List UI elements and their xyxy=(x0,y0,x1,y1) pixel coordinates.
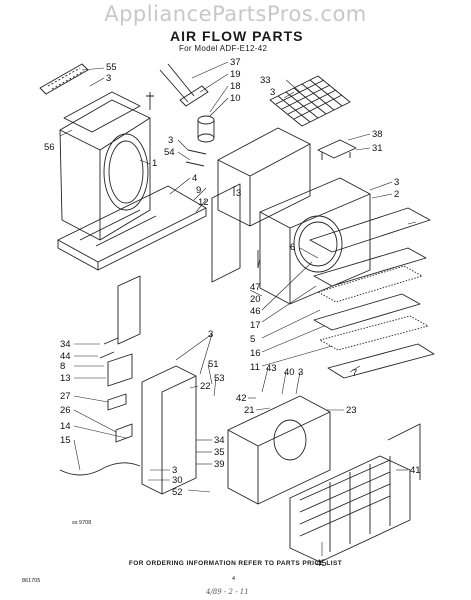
callout-label: 46 xyxy=(250,306,261,317)
partition-housing-part xyxy=(211,127,311,283)
bracket-31-part xyxy=(317,139,357,160)
coil-bracket-part xyxy=(387,423,421,480)
callout-label: 6 xyxy=(290,242,295,253)
callout-label: 12 xyxy=(198,197,209,208)
callout-label: 3 xyxy=(270,87,275,98)
evaporator-housing-part xyxy=(227,395,331,505)
callout-label: 9 xyxy=(196,185,201,196)
callout-label: 39 xyxy=(214,459,225,470)
grille-strip-part xyxy=(39,63,89,95)
callout-label: 38 xyxy=(372,129,383,140)
control-bracket-part xyxy=(99,275,141,387)
callout-label: 47 xyxy=(250,282,261,293)
callout-label: 27 xyxy=(60,391,71,402)
callout-label: 31 xyxy=(372,143,383,154)
callout-label: 44 xyxy=(60,351,71,362)
document-code: 861705 xyxy=(22,578,41,584)
callout-label: 11 xyxy=(250,362,260,373)
callout-label: 4 xyxy=(192,173,197,184)
callout-label: 17 xyxy=(250,320,261,331)
callout-label: 10 xyxy=(230,93,241,104)
callout-label: 2 xyxy=(394,189,399,200)
filter-stack-part xyxy=(309,207,435,379)
leader-lines xyxy=(59,61,417,373)
callout-label: 40 xyxy=(284,367,295,378)
callout-label: 34 xyxy=(60,339,71,350)
callout-label: 18 xyxy=(230,81,241,92)
callout-label: 19 xyxy=(230,69,241,80)
bracket-part xyxy=(179,85,209,107)
callout-label: 56 xyxy=(44,142,55,153)
callout-label: 41 xyxy=(410,465,421,476)
callout-label: 42 xyxy=(236,393,247,404)
callout-label: 15 xyxy=(60,435,71,446)
callout-label: 23 xyxy=(346,405,357,416)
callout-label: 3 xyxy=(168,135,173,146)
leader-lines-lower xyxy=(73,333,408,556)
screw-part xyxy=(146,92,154,110)
callout-labels: 55 3 56 1 37 19 18 10 3 54 4 9 12 33 3 3… xyxy=(44,57,421,569)
power-cord-part xyxy=(59,462,141,476)
callout-label: 22 xyxy=(200,381,211,392)
callout-label: 3 xyxy=(106,73,111,84)
callout-label: 13 xyxy=(60,373,71,384)
callout-label: 3 xyxy=(236,188,241,199)
callout-label: 7 xyxy=(352,368,357,379)
base-pan-part xyxy=(57,185,207,271)
handwritten-note: 4/89 - 2 - 11 xyxy=(206,588,249,596)
callout-label: 34 xyxy=(214,435,225,446)
screws-part xyxy=(185,149,207,167)
callout-label: 3 xyxy=(208,329,213,340)
callout-label: 43 xyxy=(266,363,277,374)
callout-label: 30 xyxy=(172,475,183,486)
callout-label: 37 xyxy=(230,57,241,68)
callout-label: 3 xyxy=(172,465,177,476)
ordering-info-footer: FOR ORDERING INFORMATION REFER TO PARTS … xyxy=(128,560,343,567)
callout-label: 53 xyxy=(214,373,225,384)
callout-label: 45 xyxy=(316,558,327,569)
callout-label: 55 xyxy=(106,62,117,73)
front-panel-part xyxy=(59,91,151,241)
callout-label: 3 xyxy=(298,367,303,378)
callout-label: 35 xyxy=(214,447,225,458)
callout-label: 26 xyxy=(60,405,71,416)
callout-label: 14 xyxy=(60,421,71,432)
callout-label: 51 xyxy=(208,359,219,370)
callout-label: 16 xyxy=(250,348,261,359)
support-rod-part xyxy=(159,63,195,103)
callout-label: 20 xyxy=(250,294,261,305)
fan-shroud-part xyxy=(259,177,371,305)
callout-label: 21 xyxy=(244,405,255,416)
motor-part xyxy=(197,115,215,143)
model-subtitle: For Model ADF-E12-42 xyxy=(179,44,268,53)
watermark-text: AppliancePartsPros.com xyxy=(104,2,367,26)
callout-label: 52 xyxy=(172,487,183,498)
figure-code: ss 9708 xyxy=(72,520,92,526)
callout-label: 33 xyxy=(260,75,271,86)
callout-label: 54 xyxy=(164,147,175,158)
callout-label: 8 xyxy=(60,361,65,372)
coil-part xyxy=(289,455,411,563)
control-panel-part xyxy=(107,365,197,495)
filter-grid-part xyxy=(269,75,351,127)
page-number: 4 xyxy=(232,576,236,582)
page-title: AIR FLOW PARTS xyxy=(170,28,304,44)
callout-label: 1 xyxy=(152,158,157,169)
callout-label: 3 xyxy=(394,177,399,188)
callout-label: 5 xyxy=(250,334,255,345)
